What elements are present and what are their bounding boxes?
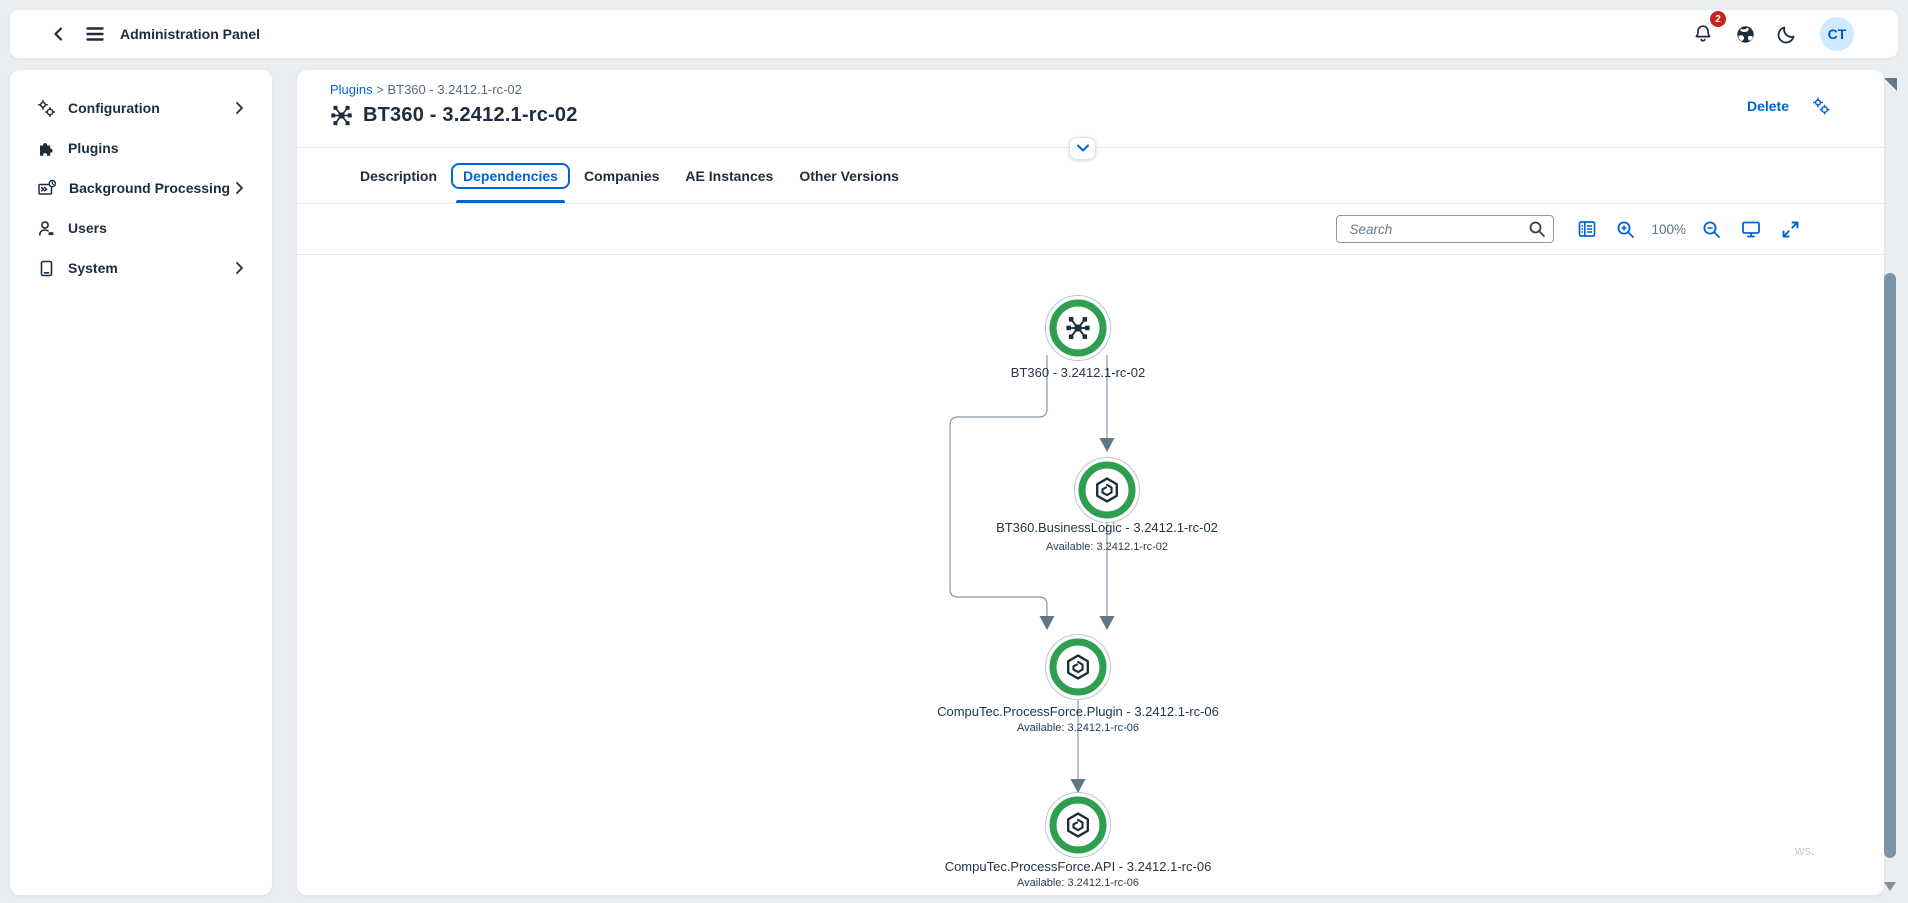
sidebar-item-label: System: [68, 260, 118, 276]
zoom-level-value: 100%: [1651, 221, 1686, 237]
device-icon: [40, 260, 53, 276]
language-button[interactable]: [1730, 19, 1760, 49]
node-label: CompuTec.ProcessForce.Plugin - 3.2412.1-…: [937, 704, 1219, 719]
fit-to-screen-button[interactable]: [1741, 220, 1761, 239]
scroll-up-corner-icon[interactable]: [1884, 78, 1897, 91]
notifications-button[interactable]: 2: [1688, 11, 1726, 49]
hamburger-menu-button[interactable]: [80, 19, 110, 49]
collapse-header-button[interactable]: [1069, 137, 1096, 160]
chevron-right-icon[interactable]: [235, 181, 244, 195]
object-header: Plugins > BT360 - 3.2412.1-rc-02 BT360 -…: [297, 70, 1884, 148]
legend-toggle-button[interactable]: [1578, 220, 1596, 238]
graph-arrowheads: [1039, 438, 1115, 793]
node-label: BT360.BusinessLogic - 3.2412.1-rc-02: [996, 520, 1218, 535]
hamburger-icon: [86, 27, 104, 41]
sidebar-item-background-processing[interactable]: Background Processing: [10, 168, 272, 208]
settings-gears-icon[interactable]: [1811, 96, 1831, 116]
node-available: Available: 3.2412.1-rc-02: [1045, 541, 1169, 553]
search-input[interactable]: [1336, 215, 1555, 243]
chevron-down-icon: [1076, 144, 1089, 152]
breadcrumb: Plugins > BT360 - 3.2412.1-rc-02: [330, 82, 1884, 97]
sidebar-item-users[interactable]: Users: [10, 208, 272, 248]
sidebar-item-plugins[interactable]: Plugins: [10, 128, 272, 168]
sidebar-item-label: Configuration: [68, 100, 160, 116]
chevron-right-icon[interactable]: [235, 101, 244, 115]
main-content: Plugins > BT360 - 3.2412.1-rc-02 BT360 -…: [297, 70, 1884, 895]
zoom-in-button[interactable]: [1616, 220, 1635, 239]
graph-node-businesslogic[interactable]: [1074, 457, 1140, 523]
node-label: BT360 - 3.2412.1-rc-02: [1010, 365, 1146, 380]
chevron-left-icon: [54, 27, 63, 41]
dependency-graph-canvas[interactable]: BT360 - 3.2412.1-rc-02 BT360.BusinessLog…: [297, 255, 1884, 895]
node-available: Available: 3.2412.1-rc-06: [1016, 877, 1140, 889]
chevron-right-icon[interactable]: [235, 261, 244, 275]
graph-edges: [949, 355, 1108, 779]
top-shell-bar: Administration Panel 2 CT: [10, 10, 1898, 58]
puzzle-icon: [40, 142, 53, 156]
sidebar-item-label: Plugins: [68, 140, 119, 156]
graph-node-processforce-plugin[interactable]: [1045, 634, 1111, 700]
scroll-down-arrow[interactable]: [1884, 882, 1896, 891]
moon-icon: [1777, 26, 1795, 44]
tab-ae-instances[interactable]: AE Instances: [685, 167, 774, 184]
node-available: Available: 3.2412.1-rc-06: [1016, 722, 1140, 734]
breadcrumb-current: > BT360 - 3.2412.1-rc-02: [376, 82, 522, 97]
graph-node-processforce-api[interactable]: [1045, 792, 1111, 858]
sidebar-item-configuration[interactable]: Configuration: [10, 88, 272, 128]
graph-toolbar: 100%: [297, 204, 1884, 255]
notification-badge: 2: [1710, 11, 1726, 27]
user-icon: [39, 220, 54, 236]
watermark-text: ws.: [1795, 843, 1815, 858]
zoom-out-button[interactable]: [1702, 220, 1721, 239]
globe-icon: [1736, 25, 1754, 43]
back-button[interactable]: [44, 19, 74, 49]
tab-companies[interactable]: Companies: [583, 167, 660, 184]
tab-description[interactable]: Description: [360, 167, 438, 184]
app-title: Administration Panel: [120, 26, 261, 42]
sidebar-item-label: Background Processing: [69, 180, 231, 196]
sidebar-item-system[interactable]: System: [10, 248, 272, 288]
avatar[interactable]: CT: [1820, 17, 1854, 51]
page-title: BT360 - 3.2412.1-rc-02: [363, 104, 578, 126]
sidebar-item-label: Users: [68, 220, 107, 236]
bell-icon: [1695, 25, 1711, 42]
background-processing-icon: [38, 179, 57, 195]
delete-button[interactable]: Delete: [1746, 98, 1789, 114]
search-icon[interactable]: [1528, 220, 1546, 238]
gears-icon: [38, 99, 56, 117]
tab-bar: Description Dependencies Companies AE In…: [297, 148, 1884, 204]
plugin-version-icon: [330, 104, 353, 127]
sidebar-nav: Configuration Plugins Background Process…: [10, 70, 272, 895]
breadcrumb-plugins-link[interactable]: Plugins: [330, 82, 373, 97]
fullscreen-button[interactable]: [1781, 220, 1800, 239]
tab-dependencies[interactable]: Dependencies: [450, 148, 571, 203]
node-label: CompuTec.ProcessForce.API - 3.2412.1-rc-…: [944, 859, 1212, 874]
graph-node-bt360[interactable]: [1045, 295, 1111, 361]
tab-other-versions[interactable]: Other Versions: [799, 167, 899, 184]
vertical-scrollbar-thumb[interactable]: [1884, 273, 1896, 858]
dark-mode-toggle[interactable]: [1772, 19, 1802, 49]
